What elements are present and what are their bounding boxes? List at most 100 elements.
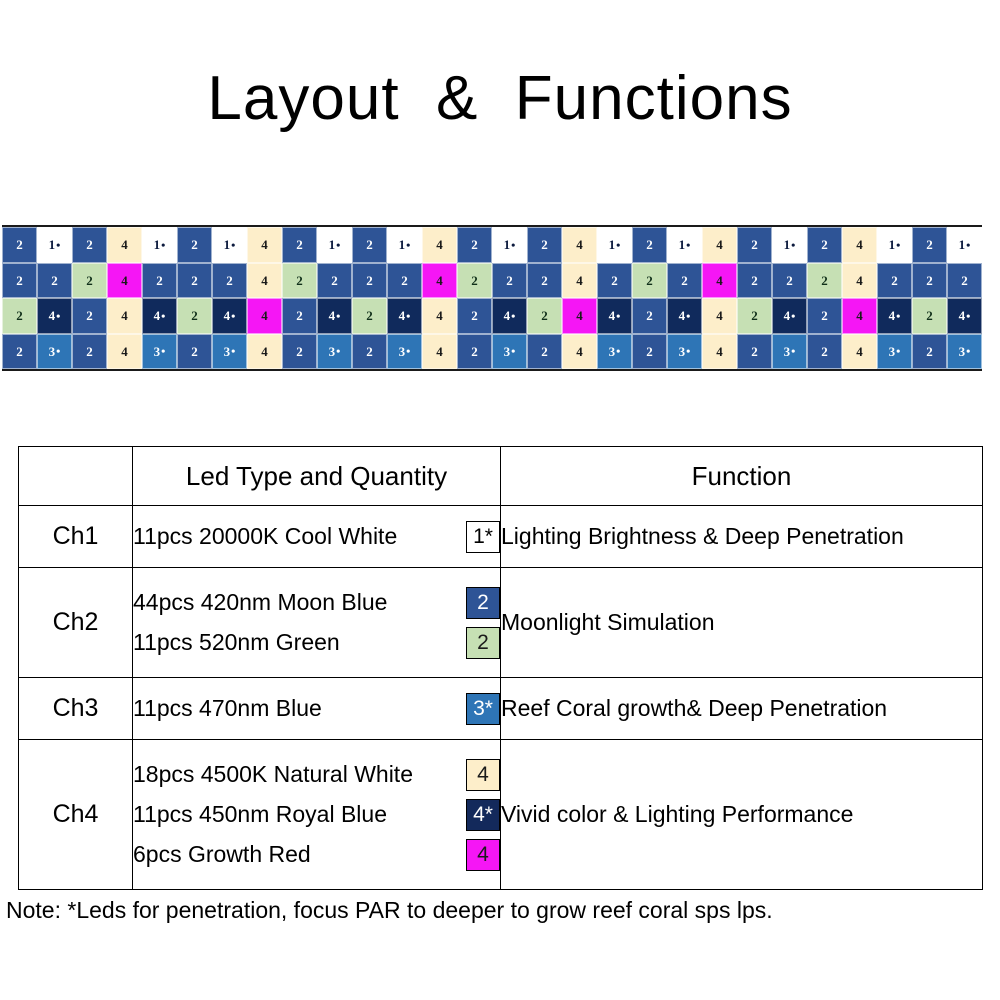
led-cell: 2 <box>527 333 562 369</box>
led-cell-label: 4 <box>261 343 268 359</box>
led-cell-label: 4 <box>678 308 686 324</box>
penetration-star-icon: • <box>511 344 516 359</box>
led-cell-label: 4 <box>121 343 128 359</box>
function-text: Vivid color & Lighting Performance <box>500 739 983 890</box>
led-cell-label: 1 <box>223 237 231 253</box>
led-cell: 4• <box>387 298 422 334</box>
led-cell: 4 <box>247 262 282 298</box>
led-cell: 4 <box>422 262 457 298</box>
led-color-swatch: 2 <box>466 586 500 619</box>
led-cell: 4• <box>667 298 702 334</box>
led-cell-label: 4 <box>503 308 511 324</box>
led-cell: 4 <box>247 298 282 334</box>
led-cell-label: 2 <box>471 272 478 288</box>
led-cell-label: 2 <box>541 237 548 253</box>
led-cell: 2 <box>177 333 212 369</box>
led-type-text: 18pcs 4500K Natural White <box>133 761 413 787</box>
led-cell: 2 <box>912 262 947 298</box>
led-cell: 4• <box>142 298 177 334</box>
led-cell-label: 2 <box>16 272 23 288</box>
led-cell-label: 2 <box>331 272 338 288</box>
led-cell: 4 <box>247 333 282 369</box>
led-cell-label: 1 <box>608 237 616 253</box>
led-cell-label: 1 <box>958 237 966 253</box>
led-type-text: 6pcs Growth Red <box>133 841 311 867</box>
led-cell-label: 3 <box>888 343 896 359</box>
led-cell: 2 <box>72 333 107 369</box>
table-header-led-type: Led Type and Quantity <box>132 446 501 506</box>
led-cell: 2 <box>912 298 947 334</box>
led-cell-label: 2 <box>156 272 163 288</box>
led-type-text: 11pcs 20000K Cool White <box>133 523 398 549</box>
penetration-star-icon: • <box>336 308 341 323</box>
led-cell-label: 2 <box>646 272 653 288</box>
led-cell: 3• <box>772 333 807 369</box>
led-cell: 2 <box>527 227 562 263</box>
led-cell-label: 4 <box>783 308 791 324</box>
led-cell: 1• <box>877 227 912 263</box>
led-cell: 3• <box>212 333 247 369</box>
led-cell-label: 4 <box>716 237 723 253</box>
led-cell-label: 2 <box>471 343 478 359</box>
led-cell-label: 4 <box>261 308 268 324</box>
led-cell: 4 <box>562 333 597 369</box>
led-cell: 4 <box>702 333 737 369</box>
led-cell: 2 <box>2 298 37 334</box>
led-cell-label: 2 <box>541 308 548 324</box>
channel-label: Ch4 <box>18 739 133 890</box>
led-cell-label: 4 <box>48 308 56 324</box>
led-cell-label: 4 <box>436 272 443 288</box>
led-cell-label: 1 <box>328 237 336 253</box>
led-cell: 4• <box>877 298 912 334</box>
led-cell-label: 2 <box>296 237 303 253</box>
led-cell: 2 <box>72 262 107 298</box>
led-cell: 4 <box>562 298 597 334</box>
led-cell: 3• <box>142 333 177 369</box>
led-cell-label: 2 <box>926 308 933 324</box>
penetration-star-icon: • <box>161 237 166 252</box>
led-cell-label: 3 <box>48 343 56 359</box>
led-cell-label: 2 <box>366 237 373 253</box>
led-cell: 4• <box>947 298 982 334</box>
led-cell: 1• <box>667 227 702 263</box>
led-cell: 2 <box>352 333 387 369</box>
led-cell-label: 4 <box>328 308 336 324</box>
led-cell: 2 <box>632 298 667 334</box>
led-cell-label: 4 <box>856 237 863 253</box>
led-cell-label: 1 <box>153 237 161 253</box>
penetration-star-icon: • <box>966 237 971 252</box>
led-cell: 2 <box>352 227 387 263</box>
led-cell-label: 2 <box>961 272 968 288</box>
led-cell: 2 <box>527 262 562 298</box>
led-cell-label: 2 <box>751 308 758 324</box>
led-cell-label: 2 <box>821 237 828 253</box>
led-cell-label: 2 <box>191 343 198 359</box>
penetration-star-icon: • <box>161 308 166 323</box>
led-cell: 4 <box>562 227 597 263</box>
led-cell-label: 3 <box>223 343 231 359</box>
led-cell-label: 4 <box>576 343 583 359</box>
led-cell-label: 2 <box>646 343 653 359</box>
penetration-star-icon: • <box>231 344 236 359</box>
led-cell-label: 4 <box>856 272 863 288</box>
led-cell-label: 2 <box>226 272 233 288</box>
led-cell-label: 2 <box>471 237 478 253</box>
led-cell: 2 <box>282 262 317 298</box>
led-cell: 4 <box>107 227 142 263</box>
led-cell-label: 4 <box>716 343 723 359</box>
led-cell-label: 2 <box>541 343 548 359</box>
led-cell: 1• <box>772 227 807 263</box>
led-cell: 1• <box>142 227 177 263</box>
led-cell-label: 2 <box>296 308 303 324</box>
led-cell-label: 2 <box>681 272 688 288</box>
led-cell: 2 <box>632 227 667 263</box>
led-cell-label: 2 <box>751 237 758 253</box>
led-cell-label: 2 <box>821 272 828 288</box>
penetration-star-icon: • <box>686 344 691 359</box>
